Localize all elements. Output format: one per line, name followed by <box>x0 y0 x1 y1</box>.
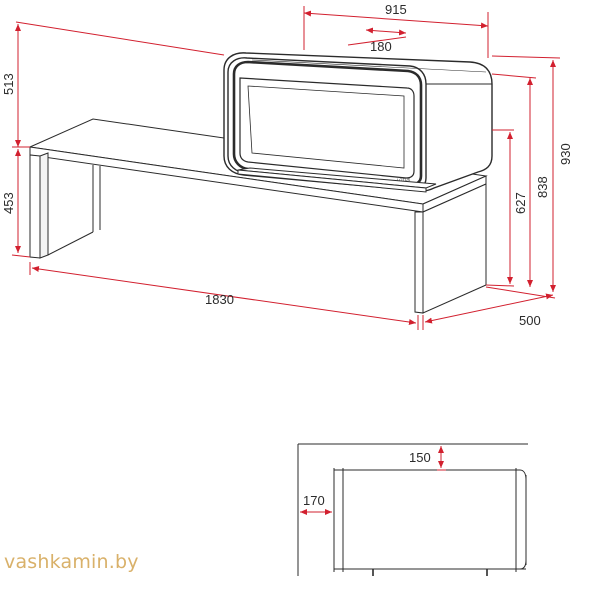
dim-838-label: 838 <box>535 176 550 198</box>
dim-170-label: 170 <box>303 493 325 508</box>
front-dimensions <box>11 6 561 330</box>
top-dimensions <box>300 446 446 515</box>
dim-453-label: 453 <box>1 192 16 214</box>
dim-930-label: 930 <box>558 143 573 165</box>
dim-1830-line <box>31 266 417 325</box>
dim-1830-label: 1830 <box>205 292 234 307</box>
dim-500-line <box>424 293 554 324</box>
dim-513-label: 513 <box>1 73 16 95</box>
top-view <box>297 443 528 576</box>
brand-mark: LOTUS <box>397 177 411 182</box>
fireplace-plan-outline <box>333 469 527 570</box>
top-dimension-labels: 150 170 <box>303 450 431 508</box>
fireplace-body: LOTUS <box>223 52 493 193</box>
front-view: LOTUS <box>28 52 493 314</box>
dim-180-line <box>365 27 407 36</box>
dim-150-label: 150 <box>409 450 431 465</box>
dim-500-label: 500 <box>519 313 541 328</box>
site-watermark: vashkamin.by <box>4 551 139 573</box>
dim-915-label: 915 <box>385 2 407 17</box>
front-dimension-labels: 915 180 513 453 1830 500 930 838 627 <box>1 2 573 328</box>
dim-180-label: 180 <box>370 39 392 54</box>
dim-915-line <box>303 10 489 29</box>
dim-627-label: 627 <box>513 192 528 214</box>
